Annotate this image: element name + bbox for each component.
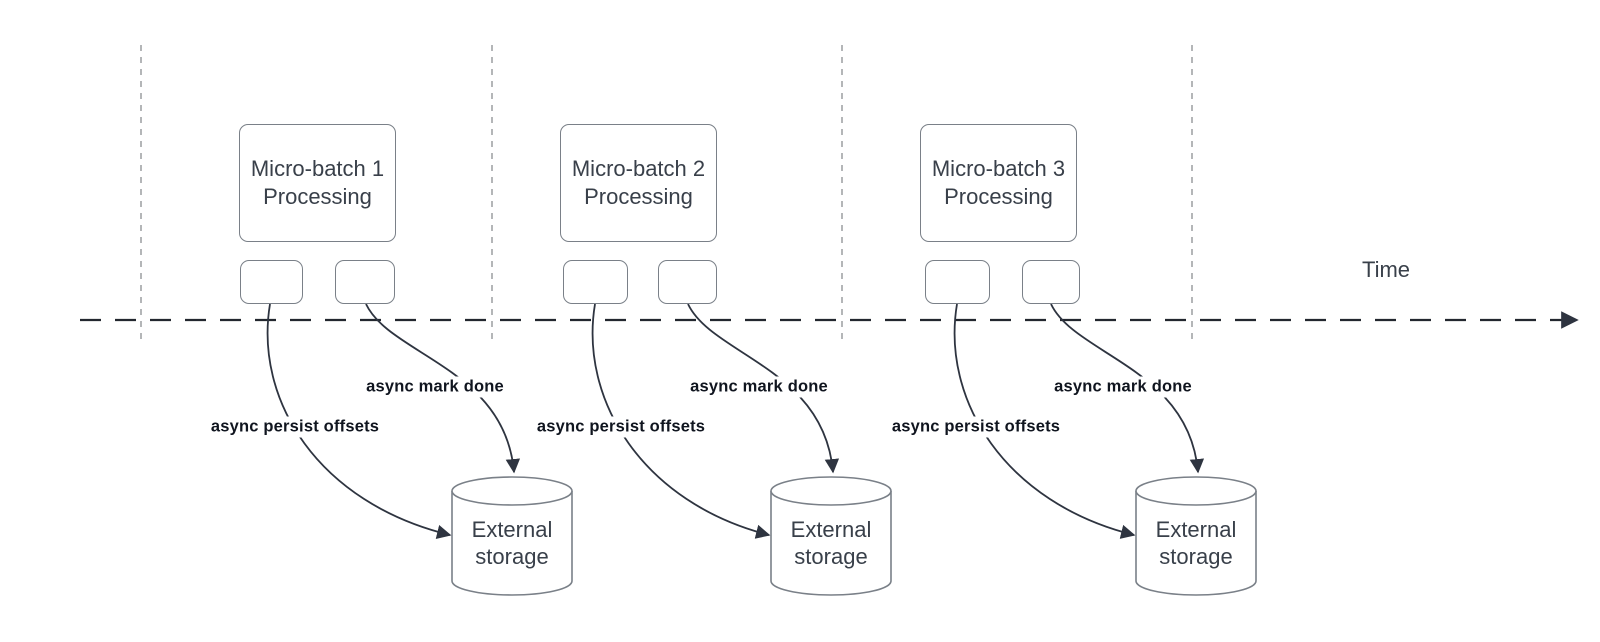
- mark-done-label-2: async mark done: [687, 376, 831, 398]
- persist-offsets-label-1: async persist offsets: [207, 416, 383, 438]
- done-task-node-1: [335, 260, 395, 304]
- storage-label-line2: storage: [475, 544, 549, 569]
- node-title-line1: Micro-batch 3: [931, 156, 1066, 181]
- done-task-node-3: [1022, 260, 1080, 304]
- mark-done-arrow-2: [687, 303, 840, 474]
- external-storage-label-1: External storage: [452, 516, 572, 570]
- persist-offsets-label-2: async persist offsets: [533, 416, 709, 438]
- offset-task-node-2: [563, 260, 628, 304]
- mark-done-arrow-3: [1050, 303, 1205, 474]
- time-axis-label: Time: [1361, 257, 1411, 282]
- storage-label-line1: External: [790, 517, 872, 542]
- mark-done-label-3: async mark done: [1051, 376, 1195, 398]
- offset-task-node-3: [925, 260, 990, 304]
- external-storage-label-2: External storage: [771, 516, 891, 570]
- external-storage-cylinder-2: [770, 476, 892, 596]
- persist-offsets-arrow-2: [591, 303, 771, 539]
- mark-done-arrow-1: [365, 303, 521, 474]
- external-storage-label-3: External storage: [1136, 516, 1256, 570]
- storage-label-line2: storage: [1159, 544, 1233, 569]
- offset-task-node-1: [240, 260, 303, 304]
- node-title-line1: Micro-batch 1: [250, 156, 385, 181]
- micro-batch-2-processing-node: Micro-batch 2 Processing: [560, 124, 717, 242]
- storage-label-line1: External: [471, 517, 553, 542]
- external-storage-cylinder-3: [1135, 476, 1257, 596]
- persist-offsets-arrow-1: [266, 303, 452, 539]
- mark-done-label-1: async mark done: [363, 376, 507, 398]
- node-title-line2: Processing: [263, 184, 372, 209]
- storage-label-line2: storage: [794, 544, 868, 569]
- node-title-line2: Processing: [584, 184, 693, 209]
- persist-offsets-label-3: async persist offsets: [888, 416, 1064, 438]
- storage-label-line1: External: [1155, 517, 1237, 542]
- micro-batch-1-processing-node: Micro-batch 1 Processing: [239, 124, 396, 242]
- micro-batch-3-processing-node: Micro-batch 3 Processing: [920, 124, 1077, 242]
- done-task-node-2: [658, 260, 717, 304]
- node-title-line1: Micro-batch 2: [571, 156, 706, 181]
- persist-offsets-arrow-3: [953, 303, 1136, 539]
- external-storage-cylinder-1: [451, 476, 573, 596]
- node-title-line2: Processing: [944, 184, 1053, 209]
